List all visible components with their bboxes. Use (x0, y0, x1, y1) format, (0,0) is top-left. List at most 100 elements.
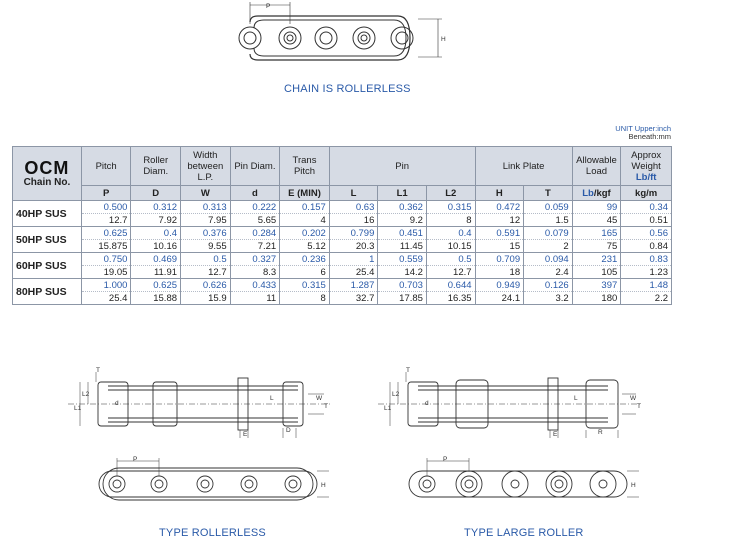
cell-mm: 11.91 (130, 265, 182, 279)
cell-mm: 12 (474, 213, 525, 227)
cell-mm: 7.21 (229, 239, 281, 253)
cell-inch: 0.56 (620, 226, 672, 240)
cell-inch: 1.48 (620, 278, 672, 292)
dim-label-l1-left: L1 (74, 405, 82, 412)
cell-mm: 75 (571, 239, 622, 253)
cell-mm: 15.88 (130, 291, 182, 305)
cell-mm: 20.3 (328, 239, 379, 253)
dim-label-w-right: W (630, 395, 637, 402)
sym-t: T (523, 185, 573, 201)
large-roller-side-view: T L2 L1 d L W T E R (378, 367, 641, 438)
cell-mm: 10.15 (425, 239, 476, 253)
cell-mm: 8 (279, 291, 330, 305)
dim-label-p-right: P (443, 456, 447, 463)
cell-mm: 6 (279, 265, 330, 279)
cell-mm: 0.84 (620, 239, 672, 253)
cell-inch: 1 (328, 252, 379, 266)
cell-mm: 18 (474, 265, 525, 279)
cell-mm: 14.2 (377, 265, 427, 279)
cell-mm: 12.7 (180, 265, 231, 279)
cell-mm: 7.95 (180, 213, 231, 227)
sym-p: P (80, 185, 132, 201)
cell-inch: 0.157 (279, 200, 330, 214)
dim-label-p-left: P (133, 456, 137, 463)
cell-inch: 0.315 (425, 200, 476, 214)
cell-mm: 11 (229, 291, 281, 305)
header-weight-unit: Lb/ft (635, 171, 657, 183)
cell-mm: 180 (571, 291, 622, 305)
cell-inch: 0.079 (523, 226, 573, 240)
cell-mm: 2.4 (523, 265, 573, 279)
top-caption: CHAIN IS ROLLERLESS (284, 83, 411, 95)
cell-mm: 25.4 (80, 291, 132, 305)
cell-inch: 1.287 (328, 278, 379, 292)
cell-inch: 0.202 (279, 226, 330, 240)
unit-note: UNIT Upper:inch Beneath:mm (615, 125, 671, 141)
cell-mm: 17.85 (377, 291, 427, 305)
header-pin: Pin (328, 146, 476, 186)
large-roller-top-view: P H (408, 456, 639, 498)
chain-model: 50HP SUS (12, 226, 82, 253)
chain-model: 60HP SUS (12, 252, 82, 279)
cell-mm: 9.2 (377, 213, 427, 227)
cell-mm: 45 (571, 213, 622, 227)
cell-mm: 3.2 (523, 291, 573, 305)
cell-inch: 0.500 (80, 200, 132, 214)
cell-inch: 0.327 (229, 252, 281, 266)
header-link-plate: Link Plate (474, 146, 573, 186)
unit-beneath: Beneath:mm (628, 132, 671, 141)
caption-rollerless: TYPE ROLLERLESS (159, 527, 266, 539)
cell-inch: 0.451 (377, 226, 427, 240)
sym-load-lb: Lb (582, 187, 594, 199)
cell-inch: 0.222 (229, 200, 281, 214)
dim-label-e-left: E (243, 431, 248, 438)
header-width: Width between L.P. (180, 146, 231, 186)
sym-l1: L1 (377, 185, 427, 201)
dim-label-dd-left: D (286, 427, 291, 434)
chain-model: 80HP SUS (12, 278, 82, 305)
cell-mm: 11.45 (377, 239, 427, 253)
cell-inch: 0.433 (229, 278, 281, 292)
sym-h: H (474, 185, 525, 201)
dim-label-l1-right: L1 (384, 405, 392, 412)
cell-mm: 19.05 (80, 265, 132, 279)
header-roller: Roller Diam. (130, 146, 182, 186)
dim-label-p: P (266, 3, 270, 10)
cell-inch: 0.284 (229, 226, 281, 240)
dim-label-l2-left: L2 (82, 391, 90, 398)
cell-inch: 99 (571, 200, 622, 214)
cell-mm: 0.51 (620, 213, 672, 227)
header-load: Allowable Load (571, 146, 622, 186)
dim-label-t2-right: T (637, 403, 641, 410)
ocm-logo: OCM (24, 158, 70, 178)
cell-mm: 25.4 (328, 265, 379, 279)
rollerless-side-view: T L2 L1 d L W T E D (68, 367, 330, 438)
cell-mm: 4 (279, 213, 330, 227)
sym-l: L (328, 185, 379, 201)
cell-inch: 0.5 (180, 252, 231, 266)
cell-mm: 12.7 (425, 265, 476, 279)
dim-label-w-left: W (316, 395, 323, 402)
dim-label-t-right: T (406, 367, 410, 374)
cell-inch: 0.559 (377, 252, 427, 266)
dim-label-l2-right: L2 (392, 391, 400, 398)
sym-load: Lb/kgf (571, 185, 622, 201)
cell-inch: 0.469 (130, 252, 182, 266)
cell-mm: 15.875 (80, 239, 132, 253)
cell-inch: 0.63 (328, 200, 379, 214)
dim-label-h-right: H (631, 482, 636, 489)
cell-mm: 7.92 (130, 213, 182, 227)
cell-mm: 5.65 (229, 213, 281, 227)
dim-label-h-left: H (321, 482, 326, 489)
cell-inch: 0.4 (425, 226, 476, 240)
cell-inch: 0.949 (474, 278, 525, 292)
sym-weight: kg/m (620, 185, 672, 201)
cell-inch: 0.312 (130, 200, 182, 214)
spec-table: OCM Chain No. Pitch Roller Diam. Width b… (12, 146, 672, 305)
dim-label-d-right: d (425, 400, 429, 407)
dim-label-r-right: R (598, 429, 603, 436)
cell-mm: 8 (425, 213, 476, 227)
